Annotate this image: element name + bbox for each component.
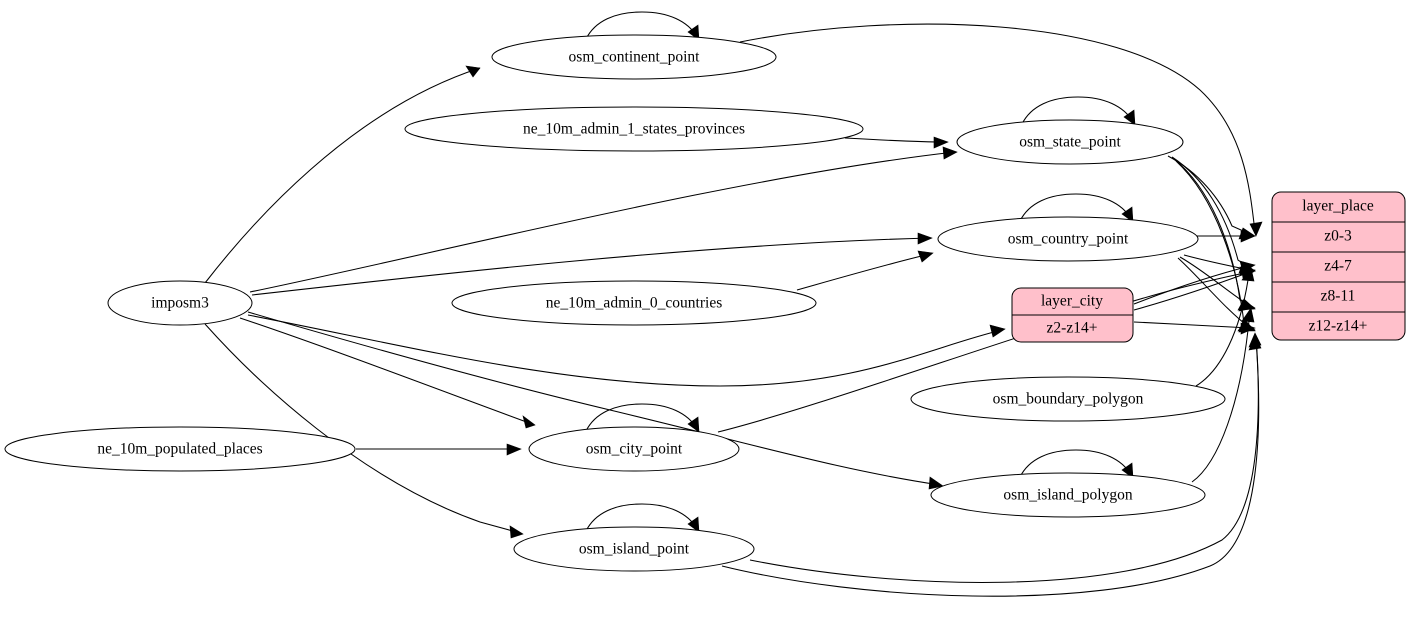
edge-imposm3-to-osm_continent_point bbox=[204, 65, 481, 284]
node-osm_country_point[interactable]: osm_country_point bbox=[937, 216, 1199, 262]
node-label: ne_10m_admin_1_states_provinces bbox=[523, 121, 745, 138]
node-label: ne_10m_populated_places bbox=[97, 441, 262, 458]
edge-imposm3-to-osm_country_point bbox=[251, 232, 933, 296]
node-osm_continent_point[interactable]: osm_continent_point bbox=[491, 34, 777, 80]
node-ne_10m_admin_1_states_provinces[interactable]: ne_10m_admin_1_states_provinces bbox=[404, 106, 864, 152]
node-ne_10m_populated_places[interactable]: ne_10m_populated_places bbox=[4, 426, 356, 472]
record-row-layer_place-z0-3[interactable]: z0-3 bbox=[1324, 228, 1352, 245]
node-layer_place[interactable]: layer_place z0-3 z4-7 z8-11 z12-z14+ bbox=[1271, 191, 1406, 341]
node-osm_state_point[interactable]: osm_state_point bbox=[956, 119, 1184, 165]
node-label: imposm3 bbox=[151, 295, 209, 312]
edge-osm_state_point-self-loop bbox=[1021, 96, 1136, 126]
edge-layer_city-to-layer_place_z8_11 bbox=[1133, 266, 1256, 311]
record-row-layer_city-z2-z14[interactable]: z2-z14+ bbox=[1047, 320, 1098, 337]
edge-imposm3-to-osm_state_point bbox=[249, 146, 958, 293]
nodes-layer: osm_continent_point ne_10m_admin_1_state… bbox=[4, 34, 1226, 572]
edge-osm_country_point-self-loop bbox=[1019, 193, 1134, 223]
edge-ne_10m_admin_1_states_provinces-to-osm_state_point bbox=[844, 136, 949, 149]
node-label: osm_city_point bbox=[586, 441, 683, 458]
edge-osm_country_point-to-layer_place_z0_3 bbox=[1196, 230, 1256, 243]
node-label: osm_island_point bbox=[579, 541, 690, 558]
node-label: osm_continent_point bbox=[569, 49, 701, 66]
edge-osm_island_polygon-to-layer_place_z8_11 bbox=[1191, 307, 1255, 483]
record-row-layer_place-title: layer_place bbox=[1302, 198, 1374, 215]
node-label: osm_boundary_polygon bbox=[993, 391, 1144, 408]
record-nodes-layer: layer_place z0-3 z4-7 z8-11 z12-z14+ lay… bbox=[1011, 191, 1406, 343]
node-osm_boundary_polygon[interactable]: osm_boundary_polygon bbox=[910, 376, 1226, 422]
node-osm_city_point[interactable]: osm_city_point bbox=[528, 426, 740, 472]
edge-osm_city_point-self-loop bbox=[585, 403, 700, 433]
node-label: osm_island_polygon bbox=[1003, 487, 1132, 504]
edge-imposm3-to-osm_island_point bbox=[204, 323, 524, 539]
edge-osm_island_polygon-self-loop bbox=[1019, 449, 1134, 479]
node-ne_10m_admin_0_countries[interactable]: ne_10m_admin_0_countries bbox=[451, 280, 817, 326]
node-label: osm_state_point bbox=[1019, 134, 1121, 151]
node-osm_island_polygon[interactable]: osm_island_polygon bbox=[930, 472, 1206, 518]
edge-imposm3-to-osm_city_point bbox=[239, 317, 536, 429]
node-label: ne_10m_admin_0_countries bbox=[546, 295, 723, 312]
node-label: osm_country_point bbox=[1008, 231, 1129, 248]
record-row-layer_place-z8-11[interactable]: z8-11 bbox=[1321, 288, 1356, 305]
edge-osm_island_point-to-layer_place_z12b bbox=[749, 332, 1262, 583]
edge-osm_continent_point-self-loop bbox=[585, 11, 700, 41]
node-imposm3[interactable]: imposm3 bbox=[107, 280, 253, 326]
edge-ne_10m_populated_places-to-osm_city_point bbox=[356, 443, 522, 456]
edge-osm_continent_point-to-layer_place_z0_3 bbox=[739, 23, 1263, 237]
edge-ne_10m_admin_0_countries-to-osm_country_point bbox=[796, 250, 934, 291]
record-row-layer_place-z4-7[interactable]: z4-7 bbox=[1324, 258, 1352, 275]
edge-imposm3-to-layer_city bbox=[247, 314, 1006, 387]
edge-layer_city_z2-to-layer_place_z12 bbox=[1133, 321, 1256, 335]
record-row-layer_place-z12-z14[interactable]: z12-z14+ bbox=[1309, 318, 1368, 335]
record-row-layer_city-title: layer_city bbox=[1041, 293, 1103, 310]
node-layer_city[interactable]: layer_city z2-z14+ bbox=[1011, 287, 1134, 343]
edge-osm_island_point-self-loop bbox=[585, 503, 700, 533]
node-osm_island_point[interactable]: osm_island_point bbox=[513, 526, 755, 572]
